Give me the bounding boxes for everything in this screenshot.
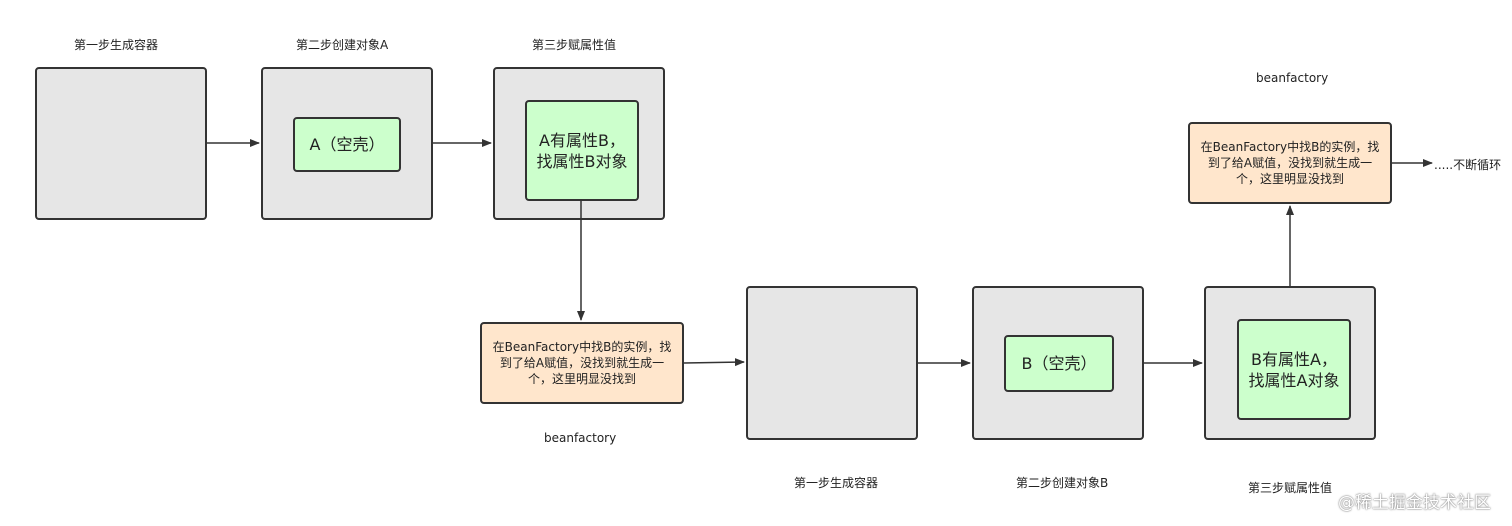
bottom-container-create-b[interactable]: B（空壳）	[972, 286, 1144, 440]
object-b-shell[interactable]: B（空壳）	[1004, 335, 1114, 392]
object-b-attribute-text: B有属性A，找属性A对象	[1248, 349, 1340, 390]
beanfactory-note-2[interactable]: 在BeanFactory中找B的实例，找到了给A赋值，没找到就生成一个，这里明显…	[1188, 122, 1392, 204]
object-b-shell-text: B（空壳）	[1021, 354, 1097, 373]
object-a-attribute-text: A有属性B，找属性B对象	[536, 130, 628, 171]
bottom-container-empty[interactable]	[746, 286, 918, 440]
top-step2-label: 第二步创建对象A	[296, 38, 389, 52]
object-a-shell-text: A（空壳）	[309, 135, 385, 154]
beanfactory-note-1[interactable]: 在BeanFactory中找B的实例，找到了给A赋值，没找到就生成一个，这里明显…	[480, 322, 684, 404]
beanfactory-caption-1: beanfactory	[544, 431, 617, 445]
loop-label: .....不断循环	[1434, 158, 1502, 172]
arrow-factory-to-bottom-container	[683, 358, 745, 367]
bottom-container-assign-attr[interactable]: B有属性A，找属性A对象	[1204, 286, 1376, 440]
top-container-assign-attr[interactable]: A有属性B，找属性B对象	[493, 67, 665, 220]
top-container-create-a[interactable]: A（空壳）	[261, 67, 433, 220]
beanfactory-caption-2: beanfactory	[1256, 71, 1329, 85]
watermark: @稀土掘金技术社区	[1338, 493, 1491, 513]
bottom-step1-label: 第一步生成容器	[794, 476, 879, 490]
top-step3-label: 第三步赋属性值	[532, 38, 617, 52]
top-step1-label: 第一步生成容器	[74, 38, 159, 52]
object-a-shell[interactable]: A（空壳）	[293, 117, 401, 172]
bottom-step3-label: 第三步赋属性值	[1248, 481, 1333, 495]
object-a-attribute[interactable]: A有属性B，找属性B对象	[525, 100, 639, 201]
object-b-attribute[interactable]: B有属性A，找属性A对象	[1237, 319, 1351, 420]
beanfactory-note-1-text: 在BeanFactory中找B的实例，找到了给A赋值，没找到就生成一个，这里明显…	[492, 340, 672, 386]
bottom-step2-label: 第二步创建对象B	[1016, 476, 1109, 490]
beanfactory-note-2-text: 在BeanFactory中找B的实例，找到了给A赋值，没找到就生成一个，这里明显…	[1200, 140, 1380, 186]
top-container-empty[interactable]	[35, 67, 207, 220]
